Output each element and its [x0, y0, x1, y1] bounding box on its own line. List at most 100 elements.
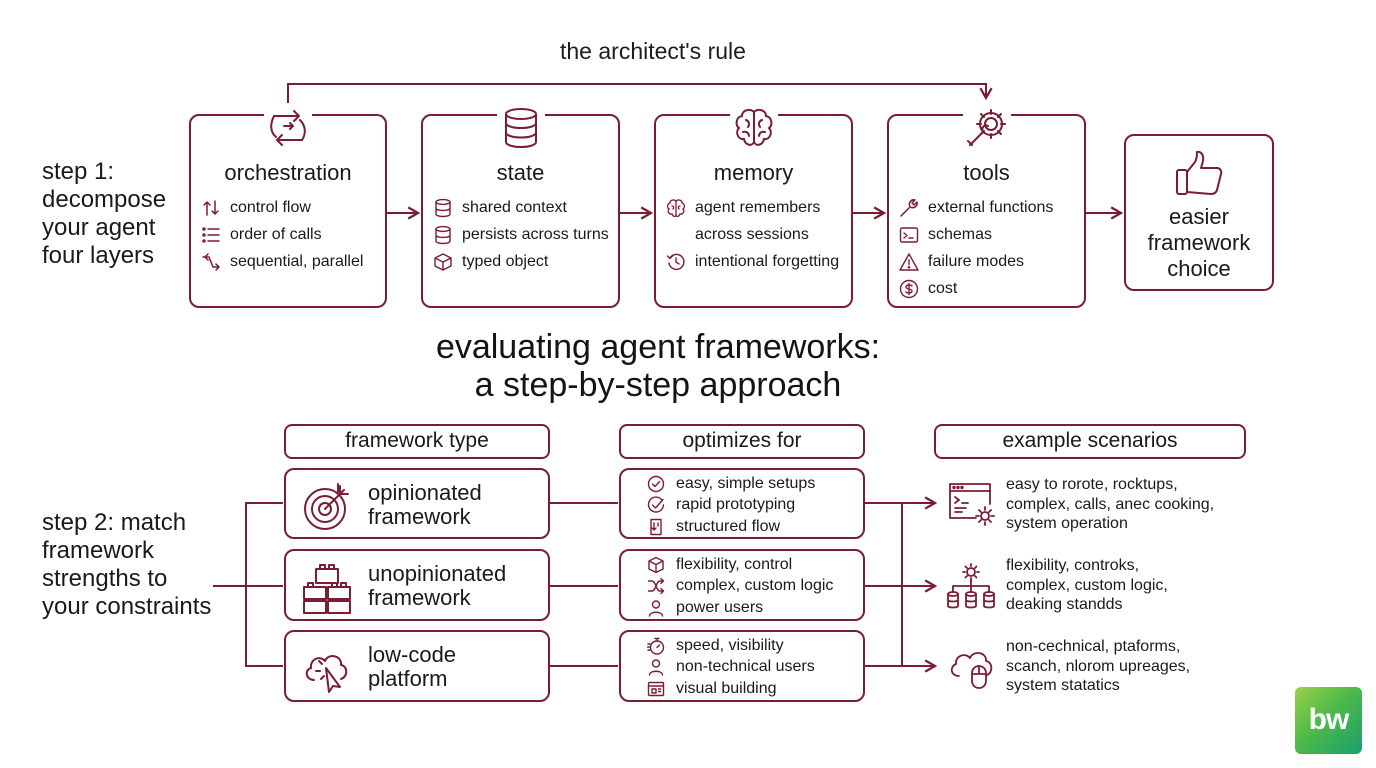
cloud-cursor-icon — [300, 642, 354, 696]
optimizes-item-text: easy, simple setups — [676, 474, 816, 492]
swap-arrows-icon — [201, 198, 221, 218]
step1-label-line: decompose — [42, 186, 167, 213]
column-header-example-scenarios: example scenarios — [934, 424, 1246, 459]
layer-item: shared context — [433, 194, 614, 221]
scenario-line: complex, calls, anec cooking, — [1006, 495, 1215, 513]
framework-name-line: framework — [368, 585, 471, 610]
framework-name: low-code platform — [368, 643, 456, 691]
layer-item-text: control flow — [230, 198, 311, 216]
framework-name-line: platform — [368, 666, 448, 691]
layer-item: across sessions — [666, 221, 847, 248]
target-icon — [300, 480, 354, 534]
optimizes-item: speed, visibility — [647, 635, 859, 657]
layer-item-text: agent remembers — [695, 198, 821, 216]
step2-label-line: strengths to — [42, 565, 168, 592]
framework-opinionated: opinionated framework — [284, 468, 550, 539]
framework-name-line: framework — [368, 504, 471, 529]
cloud-mouse-icon — [946, 642, 996, 692]
optimizes-low-code: speed, visibility non-technical users vi… — [619, 630, 865, 702]
optimizes-item-text: rapid prototyping — [676, 496, 796, 514]
layer-heading: tools — [963, 160, 1010, 185]
database-icon — [496, 104, 545, 152]
framework-unopinionated: unopinionated framework — [284, 549, 550, 621]
optimizes-item: power users — [647, 597, 859, 619]
database-icon — [433, 198, 453, 218]
layer-orchestration: orchestration control flow order of call… — [189, 104, 387, 308]
step2-label-line: your constraints — [42, 593, 212, 620]
step1-label-line: your agent — [42, 214, 156, 241]
result-text-line: framework — [1147, 230, 1251, 255]
column-header-optimizes-for: optimizes for — [619, 424, 865, 459]
thumbs-up-icon — [1173, 148, 1225, 200]
scenario-text-low-code: non-cechnical, ptaforms, scanch, nlorom … — [1006, 637, 1190, 696]
layer-item: order of calls — [201, 221, 381, 248]
layer-heading: memory — [713, 160, 794, 185]
step2-label-line: step 2: match — [42, 509, 187, 536]
optimizes-item: visual building — [647, 678, 859, 700]
optimizes-item-text: speed, visibility — [676, 636, 784, 654]
layer-item-text: failure modes — [928, 252, 1025, 270]
framework-name-line: unopinionated — [368, 561, 507, 586]
title-line: a step-by-step approach — [474, 366, 842, 404]
optimizes-unopinionated: flexibility, control complex, custom log… — [619, 549, 865, 621]
title-line: evaluating agent frameworks: — [435, 328, 881, 366]
layer-item: intentional forgetting — [666, 248, 847, 275]
layer-item-text: order of calls — [230, 225, 322, 243]
layer-item: sequential, parallel — [201, 248, 381, 275]
layer-item: typed object — [433, 248, 614, 275]
step2-label-line: framework — [42, 537, 155, 564]
history-icon — [666, 252, 686, 272]
warning-icon — [899, 252, 919, 272]
optimizes-item: structured flow — [647, 516, 859, 538]
layer-heading: orchestration — [224, 160, 352, 185]
layer-item-text: external functions — [928, 198, 1054, 216]
framework-name-line: low-code — [368, 642, 457, 667]
result-text-line: easier — [1169, 204, 1229, 229]
blocks-icon — [300, 561, 354, 615]
gear-wrench-icon — [962, 104, 1011, 152]
scenario-line: deaking standds — [1006, 596, 1123, 613]
layer-item: agent remembers — [666, 194, 847, 221]
framework-name: opinionated framework — [368, 481, 482, 529]
scenario-line: easy to rorote, rocktups, — [1006, 476, 1178, 493]
optimizes-opinionated: easy, simple setups rapid prototyping st… — [619, 468, 865, 539]
layer-heading: state — [496, 160, 545, 185]
check-circle-icon — [647, 475, 665, 493]
result-text-line: choice — [1167, 256, 1231, 281]
layer-item: control flow — [201, 194, 381, 221]
layer-item: cost — [899, 275, 1080, 302]
layer-item-text: shared context — [462, 198, 567, 216]
scenario-text-unopinionated: flexibility, controks, complex, custom l… — [1006, 556, 1168, 615]
split-arrows-icon — [201, 252, 221, 272]
layer-item: external functions — [899, 194, 1080, 221]
rule-bracket — [287, 83, 993, 103]
user-icon — [647, 658, 665, 676]
scenario-text-opinionated: easy to rorote, rocktups, complex, calls… — [1006, 475, 1214, 534]
optimizes-item-text: power users — [676, 598, 764, 616]
optimizes-item: complex, custom logic — [647, 576, 859, 598]
stopwatch-icon — [647, 637, 665, 655]
step1-label: step 1: decompose your agent four layers — [42, 158, 166, 270]
optimizes-item: flexibility, control — [647, 554, 859, 576]
terminal-icon — [899, 225, 919, 245]
layer-state: state shared context persists across tur… — [421, 104, 620, 308]
database-icon — [433, 225, 453, 245]
wrench-icon — [899, 198, 919, 218]
optimizes-item: rapid prototyping — [647, 495, 859, 517]
bw-logo: bw — [1295, 687, 1362, 754]
optimizes-item-text: non-technical users — [676, 658, 815, 676]
user-icon — [647, 599, 665, 617]
layer-item-text: cost — [928, 279, 958, 297]
check-badge-icon — [647, 496, 665, 514]
hierarchy-db-icon — [946, 562, 996, 612]
optimizes-item: easy, simple setups — [647, 473, 859, 495]
page-title: evaluating agent frameworks: a step-by-s… — [0, 328, 1316, 404]
scenario-bracket — [865, 502, 903, 667]
column-header-framework-type: framework type — [284, 424, 550, 459]
architects-rule-caption: the architect's rule — [560, 38, 746, 64]
layer-item: persists across turns — [433, 221, 614, 248]
framework-name: unopinionated framework — [368, 562, 506, 610]
layer-tools: tools external functions schemas failure… — [887, 104, 1086, 308]
cycle-arrows-icon — [264, 104, 312, 152]
layer-item: schemas — [899, 221, 1080, 248]
